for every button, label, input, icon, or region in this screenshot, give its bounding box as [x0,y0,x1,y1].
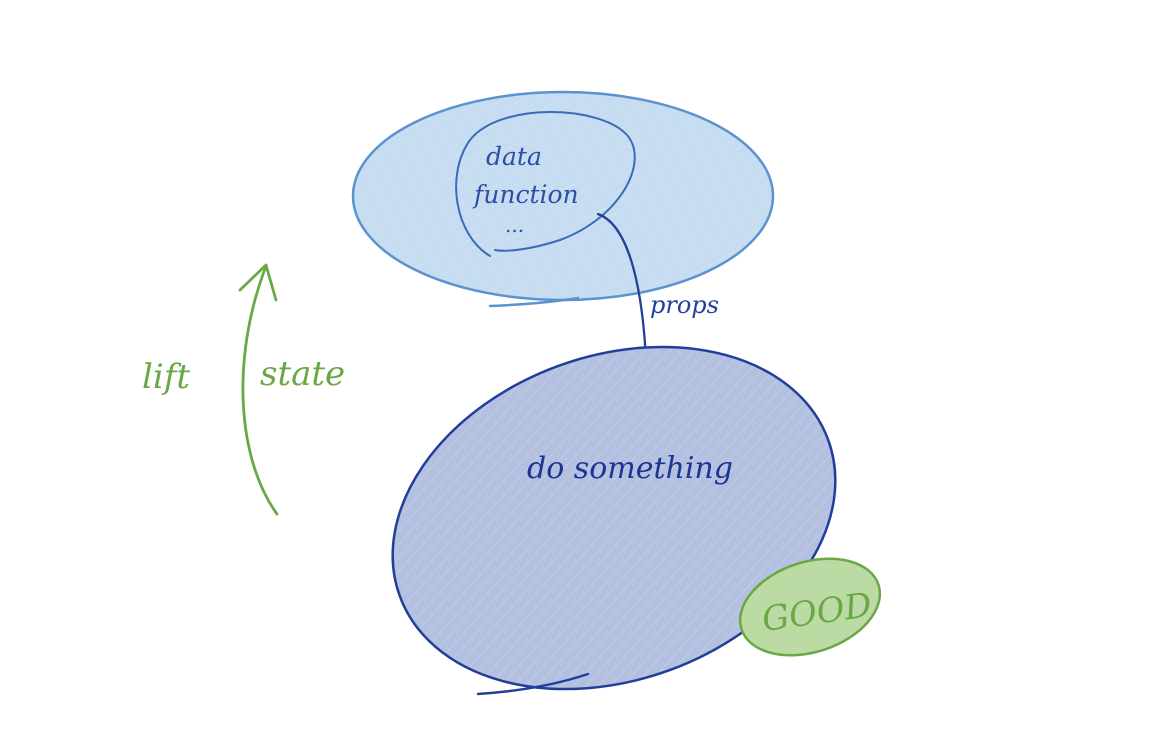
child-component-node: do something [391,345,837,696]
state-label: state [260,354,345,394]
do-something-label: do something [527,451,733,486]
state-ellipsis-label: ... [505,213,524,237]
lift-state-arrow: lift state [142,263,345,516]
parent-ellipse-tail [488,296,580,308]
lift-arrow-head [238,263,278,302]
child-ellipse-texture [394,348,834,688]
parent-ellipse-texture [355,94,771,298]
state-function-label: function [472,180,579,209]
state-data-label: data [486,142,542,171]
state-blob [455,111,636,257]
child-ellipse-tail [476,672,590,696]
props-label: props [650,291,719,319]
parent-component-node: data function ... [351,90,775,308]
good-badge-ellipse [738,557,882,657]
good-badge: GOOD [738,557,882,657]
lift-arrow-line [241,264,279,516]
lift-label: lift [142,357,190,397]
